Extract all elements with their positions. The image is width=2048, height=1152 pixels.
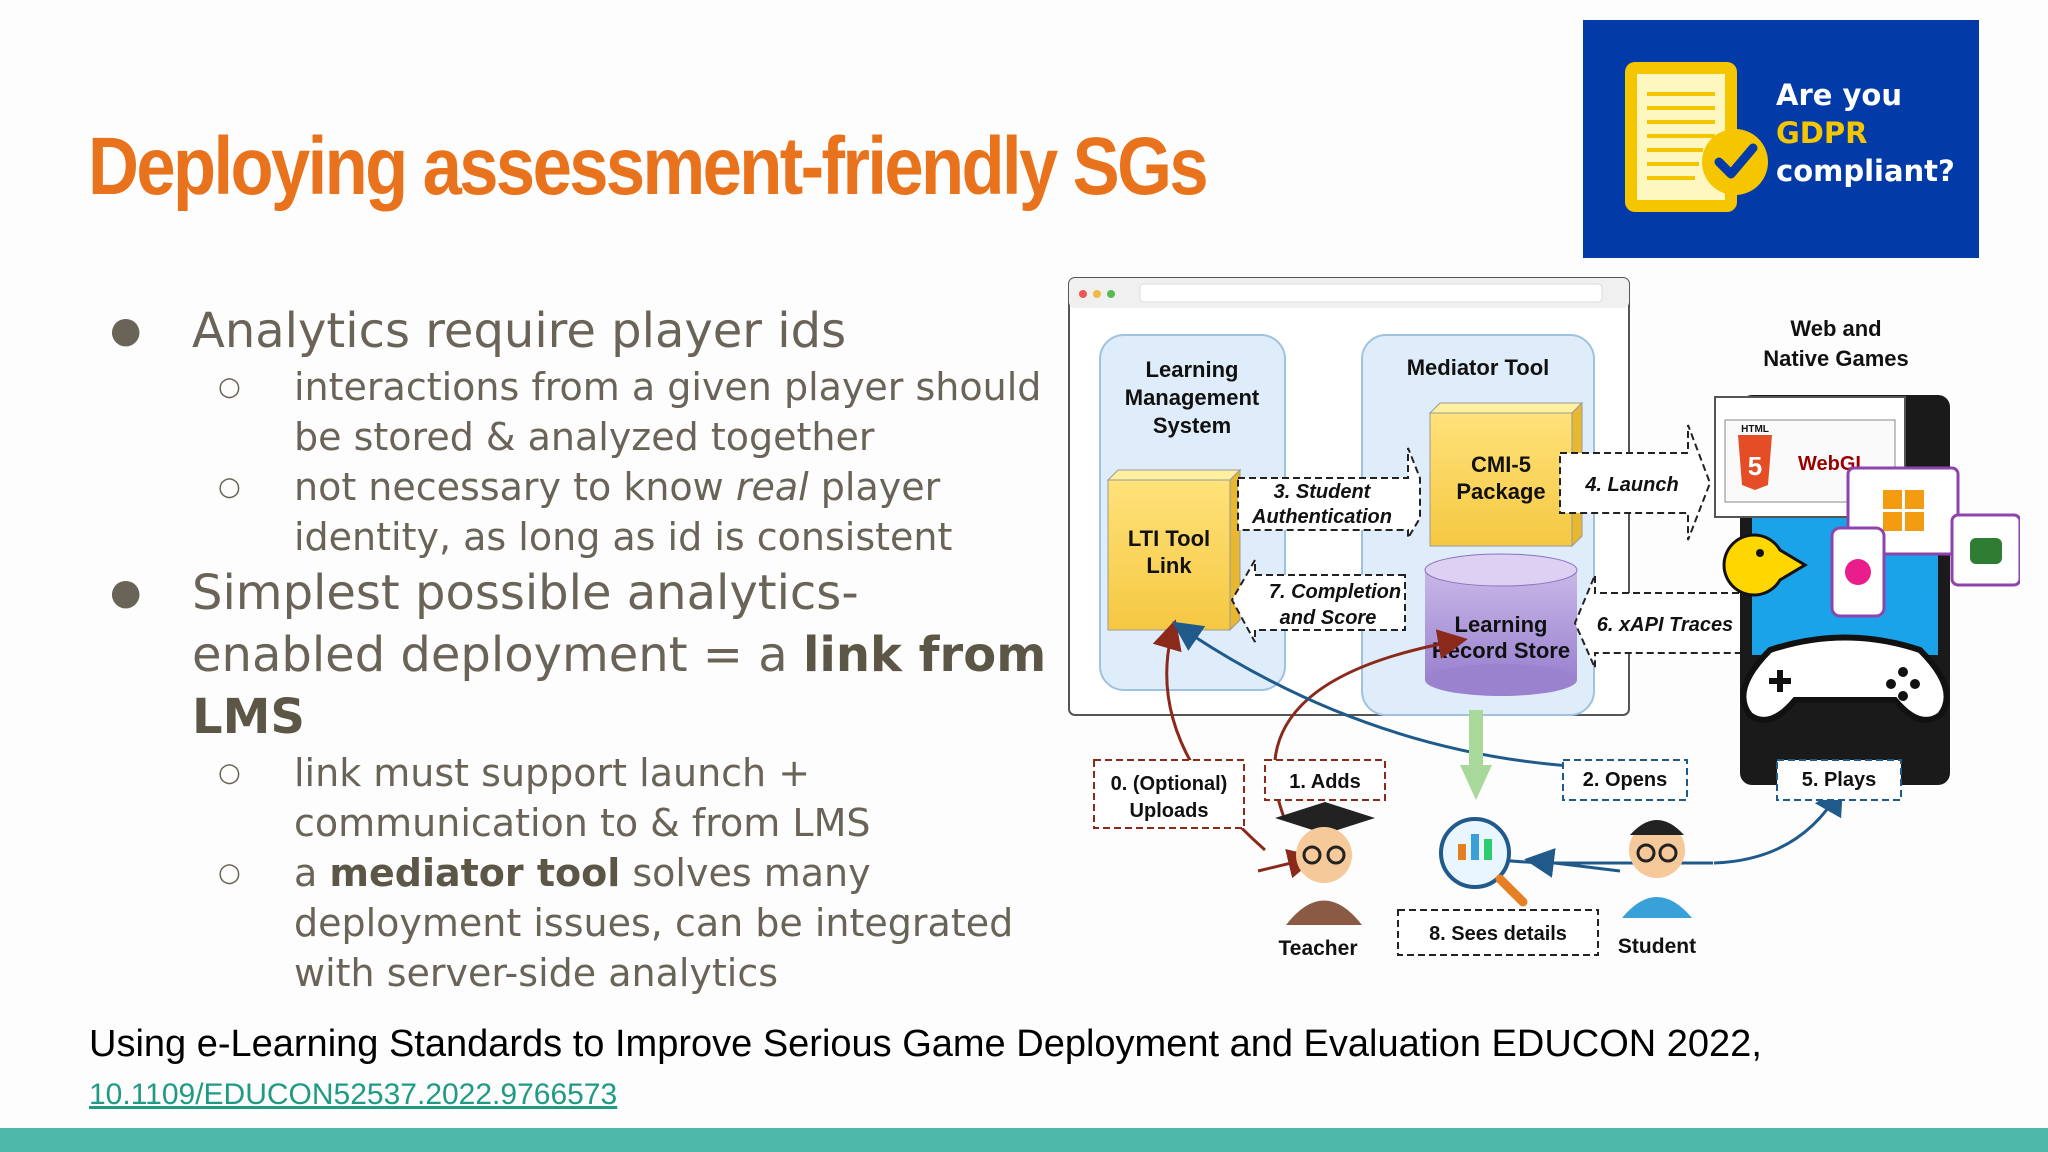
lrs-down-arrow: [1460, 710, 1492, 800]
gdpr-badge: Are you GDPR compliant?: [1583, 20, 1979, 258]
lti-link-2: Link: [1146, 553, 1192, 578]
lti-link-1: LTI Tool: [1128, 526, 1210, 551]
lms-title-2: Management: [1125, 385, 1260, 410]
games-title-2: Native Games: [1763, 346, 1909, 371]
svg-text:5: 5: [1748, 451, 1762, 481]
step-3-line-2: Authentication: [1251, 506, 1392, 528]
android-icon: [1950, 513, 2020, 587]
slide-title: Deploying assessment-friendly SGs: [88, 121, 1209, 212]
sub-bullet-mediator-tool: a mediator tool solves many deployment i…: [110, 848, 1050, 998]
games-cluster: Web and Native Games HTML 5 WebGL: [1714, 316, 2020, 785]
student-label: Student: [1618, 935, 1696, 958]
cmi5-2: Package: [1456, 479, 1545, 504]
apple-icon: [1830, 526, 1886, 618]
student-figure: Student: [1618, 820, 1696, 958]
bullet-list: Analytics require player ids interaction…: [110, 300, 1050, 998]
citation-text: Using e-Learning Standards to Improve Se…: [89, 1023, 1762, 1065]
footer-bar: [0, 1128, 2048, 1152]
step-3-arrow: 3. Student Authentication: [1237, 447, 1421, 542]
bullet-analytics-ids: Analytics require player ids: [110, 300, 1050, 362]
teacher-figure: Teacher: [1275, 802, 1375, 960]
svg-text:5. Plays: 5. Plays: [1802, 769, 1877, 791]
step-6-label: 6. xAPI Traces: [1597, 614, 1733, 636]
step-0-label: 0. (Optional) Uploads: [1093, 759, 1245, 829]
gamepad-icon: [1740, 634, 1950, 723]
step-6-arrow: 6. xAPI Traces: [1573, 574, 1751, 669]
teacher-label: Teacher: [1279, 937, 1358, 960]
svg-text:1. Adds: 1. Adds: [1289, 771, 1361, 793]
svg-text:Uploads: Uploads: [1130, 800, 1209, 822]
architecture-diagram: Learning Management System LTI Tool Link…: [1068, 277, 2020, 960]
step-4-label: 4. Launch: [1584, 474, 1678, 496]
games-title-1: Web and: [1790, 316, 1881, 341]
step-1-label: 1. Adds: [1264, 759, 1386, 801]
cmi5-1: CMI-5: [1471, 452, 1531, 477]
mediator-title: Mediator Tool: [1407, 355, 1550, 380]
doi-link[interactable]: 10.1109/EDUCON52537.2022.9766573: [89, 1078, 618, 1111]
step-5-label: 5. Plays: [1776, 759, 1902, 801]
html5-icon: HTML 5: [1738, 424, 1772, 490]
sub-bullet-link-support: link must support launch + communication…: [110, 748, 1050, 848]
step-8-label: 8. Sees details: [1397, 909, 1599, 956]
lms-title-3: System: [1153, 413, 1231, 438]
svg-text:0. (Optional): 0. (Optional): [1111, 773, 1228, 795]
sub-bullet-interactions: interactions from a given player should …: [110, 362, 1050, 462]
sub-bullet-identity: not necessary to know real player identi…: [110, 462, 1050, 562]
mediator-panel: Mediator Tool CMI-5 Package Learning Rec…: [1361, 334, 1595, 716]
bullet-simplest-deployment: Simplest possible analytics-enabled depl…: [110, 562, 1050, 748]
gdpr-line-2: GDPR: [1776, 116, 1868, 150]
lms-title-1: Learning: [1146, 357, 1239, 382]
step-2-label: 2. Opens: [1562, 759, 1688, 801]
citation: Using e-Learning Standards to Improve Se…: [89, 1020, 1889, 1119]
lrs-1: Learning: [1455, 612, 1548, 637]
step-7-line-1: 7. Completion: [1269, 581, 1401, 603]
gdpr-line-3: compliant?: [1776, 154, 1955, 188]
step-7-arrow: 7. Completion and Score: [1230, 556, 1406, 643]
magnifier-analytics-icon: [1439, 817, 1528, 907]
gdpr-line-1: Are you: [1776, 78, 1902, 112]
step-4-arrow: 4. Launch: [1559, 424, 1712, 541]
svg-text:HTML: HTML: [1741, 424, 1769, 435]
pacman-icon: [1722, 533, 1808, 597]
gdpr-document-check-icon: [1625, 62, 1768, 212]
step-7-line-2: and Score: [1280, 607, 1377, 629]
step-3-line-1: 3. Student: [1274, 481, 1372, 503]
svg-text:8. Sees details: 8. Sees details: [1429, 923, 1567, 945]
svg-text:2. Opens: 2. Opens: [1583, 769, 1667, 791]
